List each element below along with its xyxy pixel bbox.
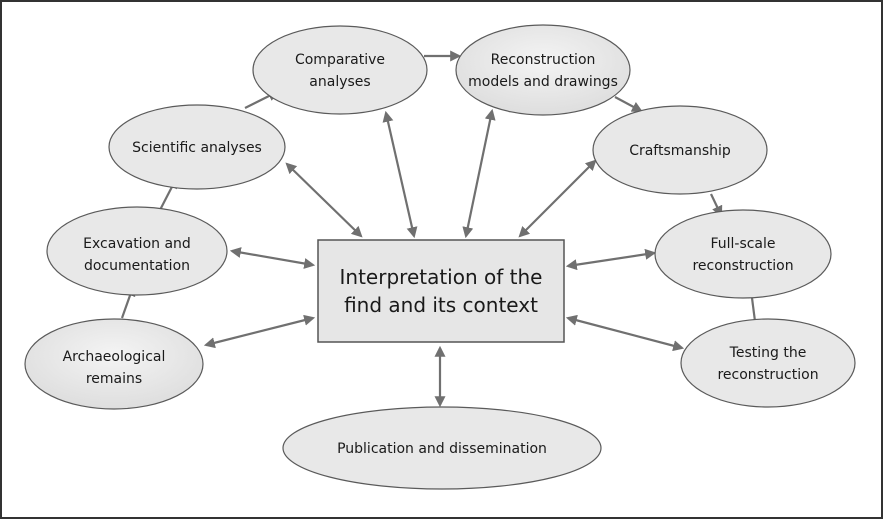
node-excavation: Excavation and documentation [46,206,228,296]
node-testing-reconstruction: Testing the reconstruction [680,318,856,408]
arrow-reconstruction-to-craftsmanship [614,96,643,113]
node-archaeological-remains-line-2: remains [86,371,142,387]
node-craftsmanship: Craftsmanship [592,105,768,195]
node-publication-label: Publication and dissemination [337,441,547,457]
node-testing-line-1: Testing the [729,345,807,361]
node-archaeological-remains: Archaeological remains [24,318,204,410]
node-comparative-analyses-line-1: Comparative [295,52,385,68]
node-comparative-analyses-line-2: analyses [309,74,370,90]
center-line-2: find and its context [344,293,538,317]
node-comparative-analyses: Comparative analyses [252,25,428,115]
arrow-center-scientific [285,162,363,238]
arrow-center-reconstruction [462,108,496,239]
center-box-node: Interpretation of the find and its conte… [317,239,565,343]
node-full-scale-line-2: reconstruction [692,258,793,274]
node-archaeological-remains-line-1: Archaeological [63,349,166,365]
node-full-scale-reconstruction: Full-scale reconstruction [654,209,832,299]
node-reconstruction-models-line-2: models and drawings [468,74,618,90]
arrow-center-comparative [382,110,418,239]
node-craftsmanship-label: Craftsmanship [629,143,731,159]
node-reconstruction-models: Reconstruction models and drawings [455,24,631,116]
node-publication: Publication and dissemination [282,406,602,490]
node-testing-line-2: reconstruction [717,367,818,383]
node-reconstruction-models-line-1: Reconstruction [491,52,596,68]
arrow-center-remains [203,314,316,349]
node-scientific-analyses: Scientific analyses [108,104,286,190]
node-excavation-line-2: documentation [84,258,190,274]
arrow-center-excavation [229,247,316,269]
arrow-center-craftsmanship [518,159,597,238]
node-excavation-line-1: Excavation and [83,236,191,252]
arrow-center-testing [565,314,685,352]
node-full-scale-line-1: Full-scale [710,236,775,252]
arrow-center-fullscale [565,248,657,271]
center-line-1: Interpretation of the [340,265,543,289]
node-scientific-analyses-label: Scientific analyses [132,140,262,156]
